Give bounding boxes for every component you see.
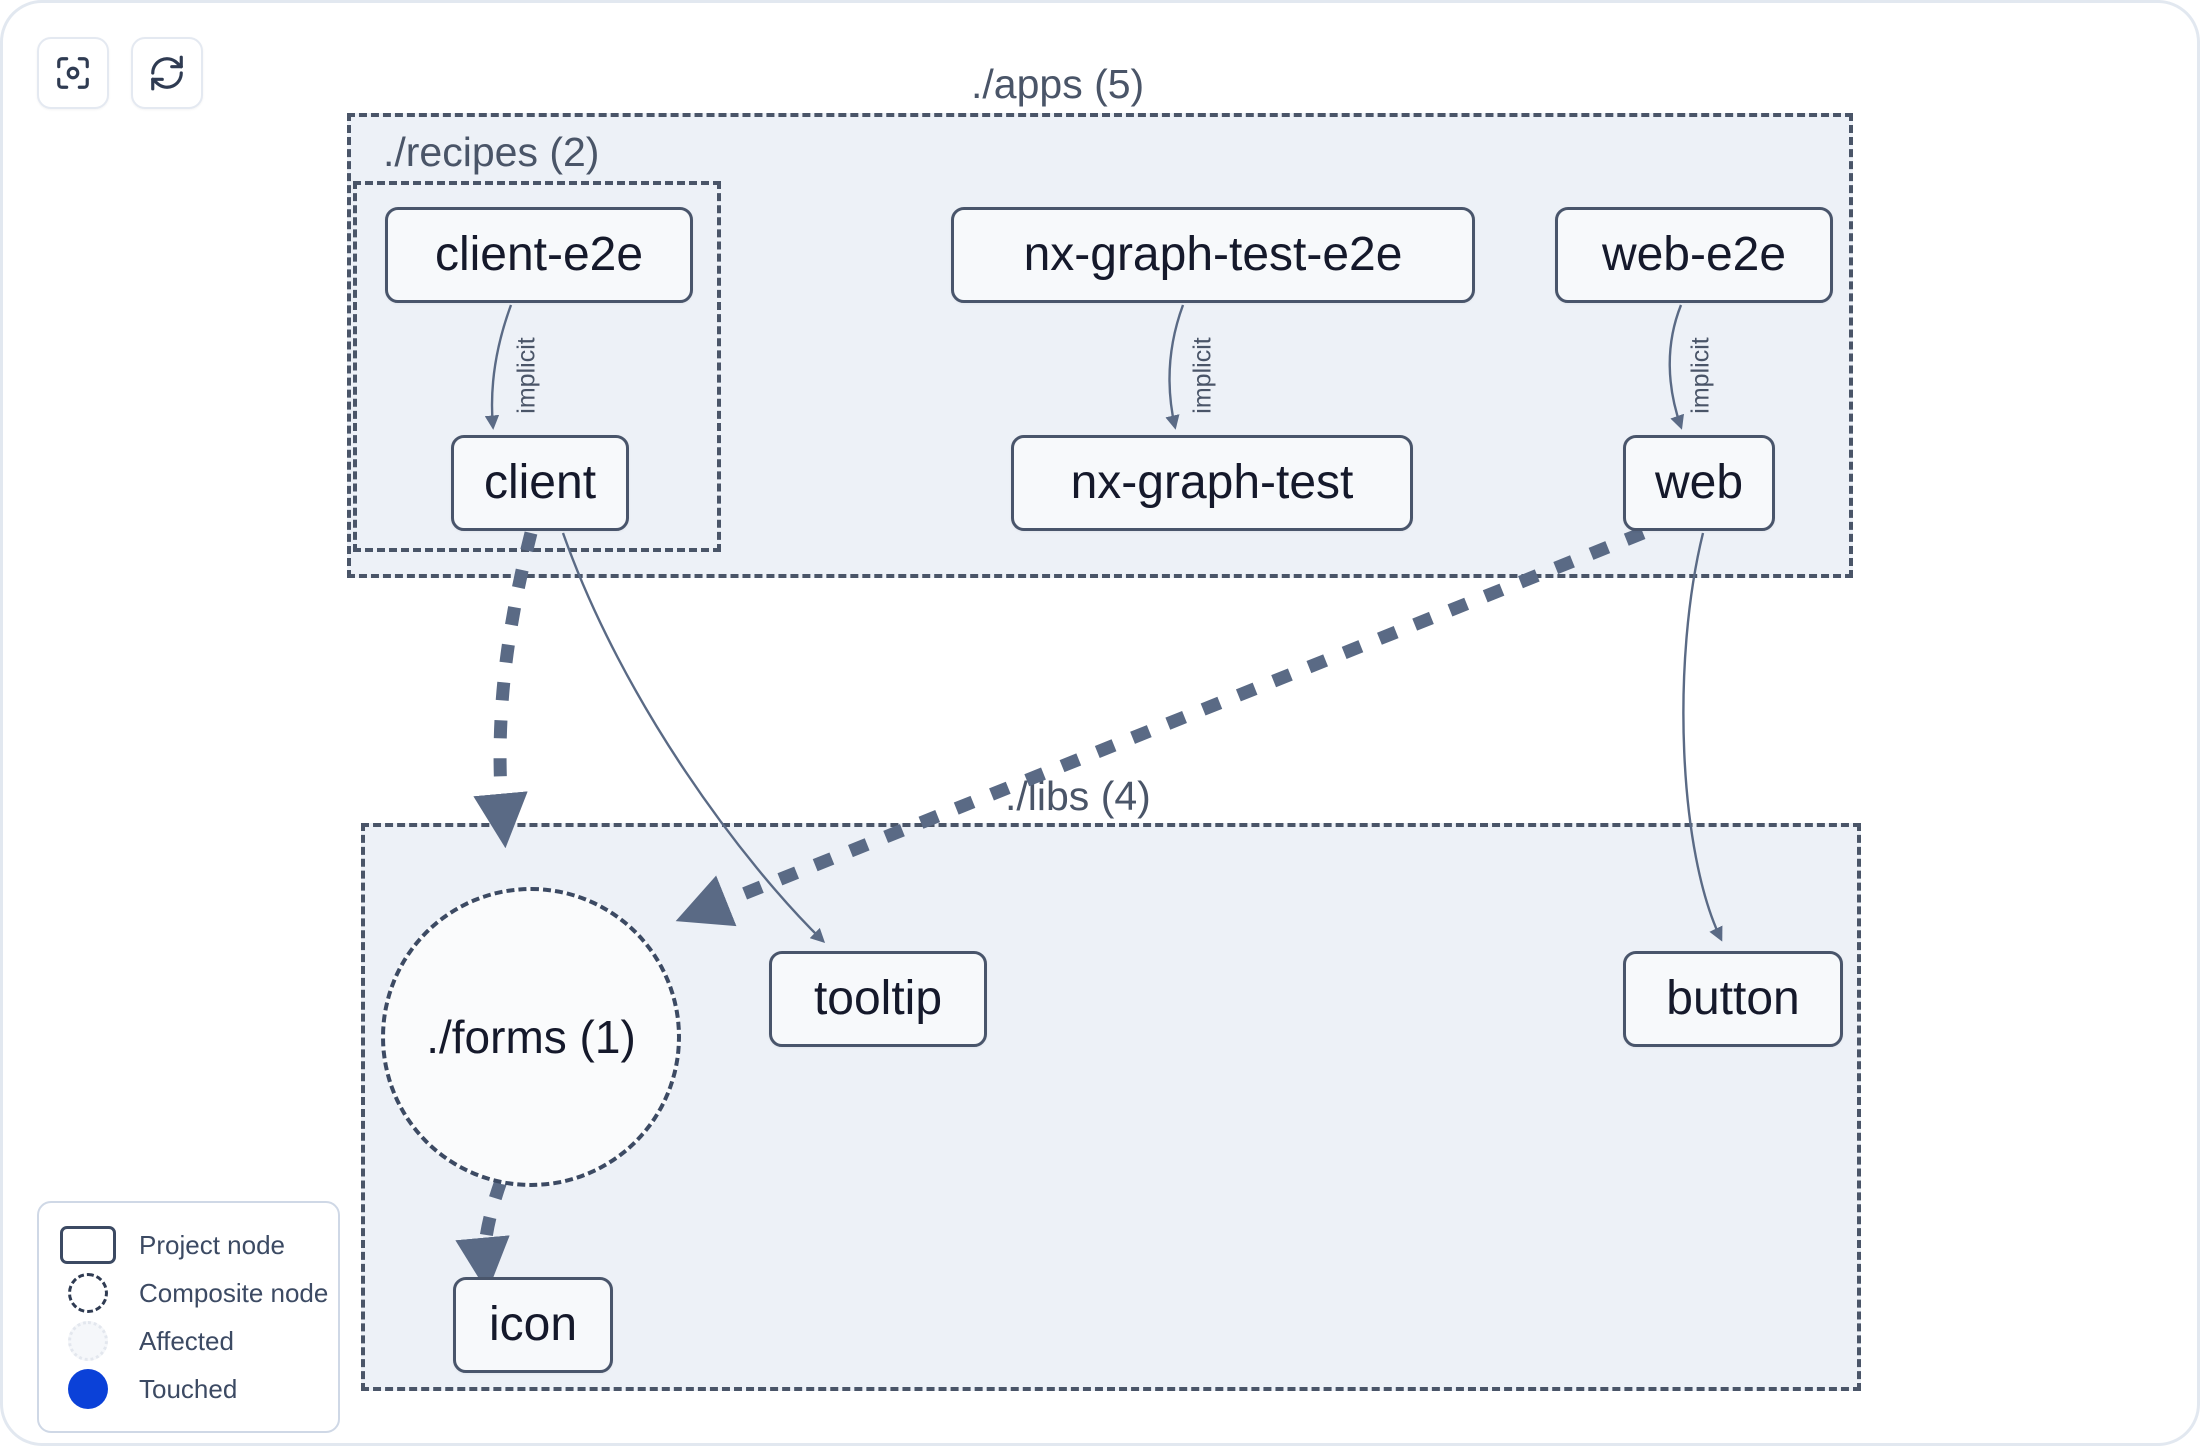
legend-label: Touched: [139, 1373, 238, 1404]
node-label: icon: [488, 1298, 578, 1351]
legend-item-composite-node: Composite node: [59, 1269, 328, 1317]
node-label: client-e2e: [434, 228, 644, 281]
node-label: nx-graph-test-e2e: [1023, 228, 1403, 281]
focus-graph-button[interactable]: [37, 37, 109, 109]
node-label: web-e2e: [1601, 228, 1787, 281]
legend-item-touched: Touched: [59, 1365, 318, 1413]
affected-node-icon: [59, 1321, 117, 1361]
refresh-graph-button[interactable]: [131, 37, 203, 109]
project-graph-canvas[interactable]: ./apps (5) ./recipes (2) ./libs (4): [3, 3, 2197, 1443]
node-label: tooltip: [813, 972, 943, 1025]
project-node-nx-graph-test[interactable]: nx-graph-test: [1011, 435, 1413, 531]
project-node-web[interactable]: web: [1623, 435, 1775, 531]
legend-item-project-node: Project node: [59, 1221, 318, 1269]
project-node-client-e2e[interactable]: client-e2e: [385, 207, 693, 303]
legend-label: Composite node: [139, 1277, 329, 1308]
graph-legend: Project node Composite node Affected Tou…: [37, 1201, 340, 1433]
composite-node-icon: [59, 1273, 117, 1313]
group-label-apps: ./apps (5): [971, 61, 1145, 107]
composite-node-forms[interactable]: ./forms (1): [381, 887, 681, 1187]
project-node-client[interactable]: client: [451, 435, 629, 531]
project-node-tooltip[interactable]: tooltip: [769, 951, 987, 1047]
project-node-web-e2e[interactable]: web-e2e: [1555, 207, 1833, 303]
node-label: web: [1654, 456, 1744, 509]
project-node-nx-graph-test-e2e[interactable]: nx-graph-test-e2e: [951, 207, 1475, 303]
group-label-libs: ./libs (4): [1005, 773, 1151, 819]
refresh-icon: [148, 54, 186, 92]
node-label: ./forms (1): [426, 1011, 636, 1063]
legend-label: Project node: [139, 1229, 285, 1260]
focus-target-icon: [54, 54, 92, 92]
graph-toolbar: [37, 37, 203, 109]
group-label-recipes: ./recipes (2): [383, 129, 600, 175]
legend-item-affected: Affected: [59, 1317, 318, 1365]
node-label: button: [1666, 972, 1800, 1025]
touched-node-icon: [59, 1369, 117, 1409]
node-label: client: [483, 456, 597, 509]
project-node-button[interactable]: button: [1623, 951, 1843, 1047]
project-node-icon[interactable]: icon: [453, 1277, 613, 1373]
legend-label: Affected: [139, 1325, 234, 1356]
project-node-icon: [59, 1225, 117, 1265]
node-label: nx-graph-test: [1070, 456, 1354, 509]
